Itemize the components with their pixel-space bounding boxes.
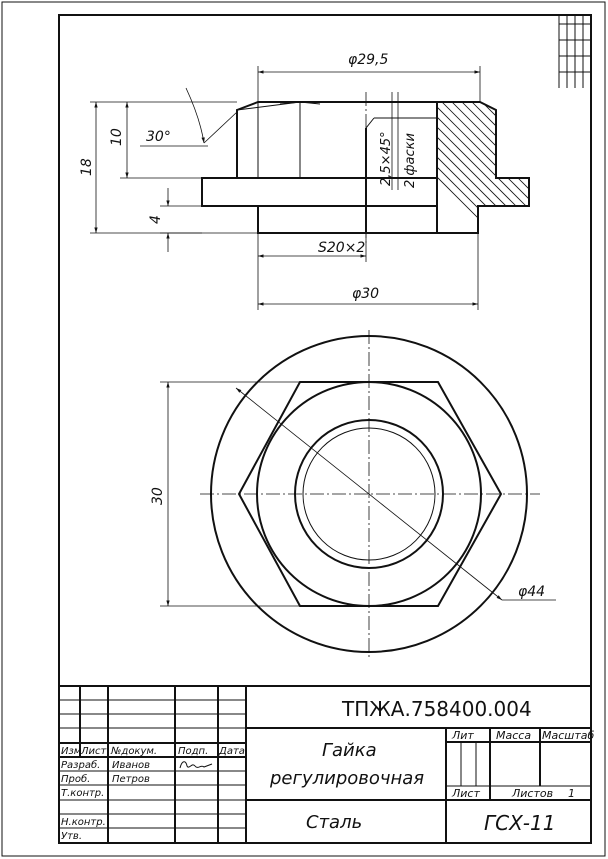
- corner-grid: [558, 15, 591, 88]
- material: Сталь: [306, 812, 362, 833]
- sheet-label: Лист: [451, 787, 480, 800]
- dim-chamfer-note: 2 фаски: [403, 133, 418, 188]
- razrab-name: Иванов: [112, 760, 150, 771]
- row-nkontr: Н.контр.: [61, 817, 106, 828]
- section-view: φ29,5 18 10 30° 2,5×45° 2 фаски 4 S20×2: [79, 52, 530, 310]
- doc-number: ТПЖА.758400.004: [341, 697, 532, 721]
- signature: [179, 761, 213, 769]
- part-name-line1: Гайка: [322, 740, 377, 761]
- drawing-frame: [58, 14, 592, 844]
- part-name-line2: регулировочная: [269, 768, 424, 789]
- col-list: Лист: [80, 746, 108, 757]
- dim-across-flats: 30: [150, 487, 166, 505]
- sheets-value: 1: [568, 787, 575, 800]
- dim-thread-diameter: φ30: [352, 286, 379, 302]
- organization: ГСХ-11: [484, 811, 555, 835]
- row-tkontr: Т.контр.: [61, 788, 104, 799]
- dim-collar-height: 4: [148, 215, 164, 224]
- dim-chamfer: 2,5×45°: [379, 131, 394, 186]
- section-hatching: [437, 102, 529, 233]
- mass-label: Масса: [496, 729, 531, 742]
- dim-head-height: 10: [109, 128, 125, 146]
- row-razrab: Разраб.: [61, 759, 100, 771]
- dim-total-height: 18: [79, 158, 95, 176]
- sheets-label: Листов: [511, 787, 553, 800]
- dim-collar-diameter: φ44: [518, 584, 545, 600]
- col-izm: Изм: [61, 746, 82, 757]
- top-view: 30 φ44: [150, 330, 556, 660]
- col-doc: №докум.: [110, 746, 157, 757]
- prov-name: Петров: [112, 774, 150, 785]
- dim-thread: S20×2: [318, 240, 365, 256]
- lower-body-outline: [257, 205, 438, 234]
- scale-label: Масштаб: [542, 729, 594, 742]
- row-prov: Проб.: [61, 773, 90, 785]
- lit-label: Лит: [451, 729, 474, 742]
- section-outline: [436, 101, 530, 234]
- collar-outline: [201, 177, 438, 207]
- col-sign: Подп.: [178, 746, 208, 757]
- dim-head-diameter: φ29,5: [348, 52, 389, 68]
- dim-angle: 30°: [146, 129, 171, 145]
- row-utv: Утв.: [61, 831, 82, 842]
- col-date: Дата: [218, 746, 245, 757]
- title-block: Изм Лист №докум. Подп. Дата Разраб. Иван…: [59, 685, 594, 843]
